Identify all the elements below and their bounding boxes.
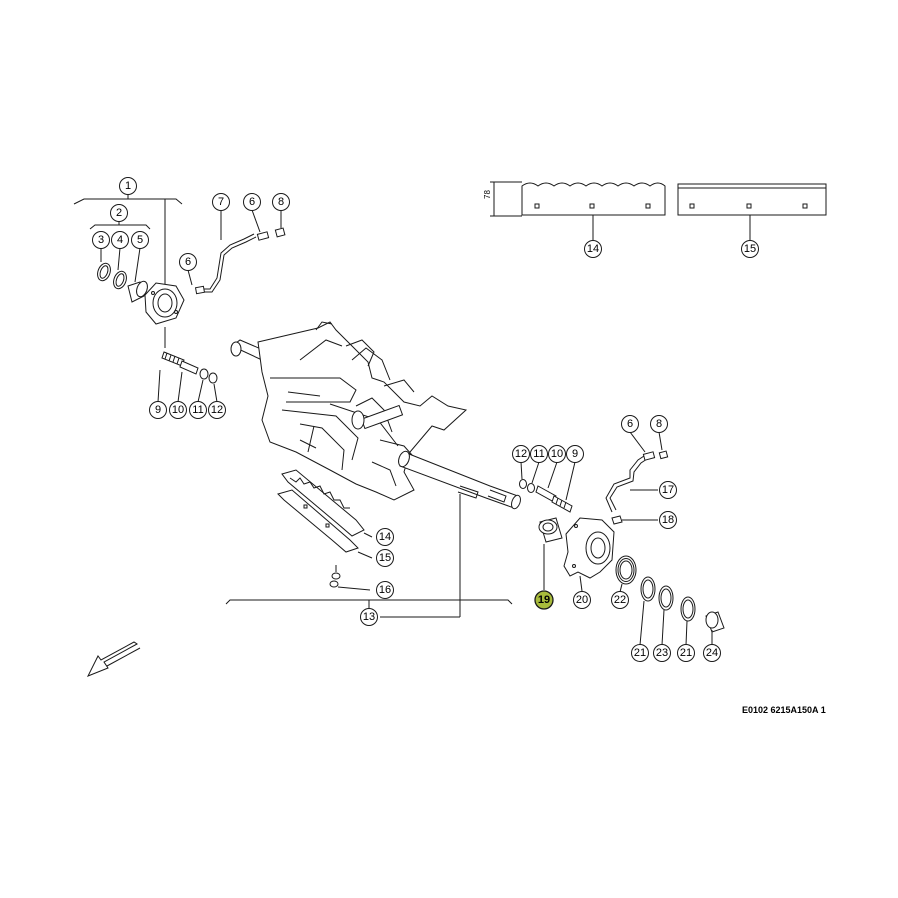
callout-14-installed[interactable]: 14: [376, 528, 394, 546]
svg-text:15: 15: [379, 552, 391, 564]
svg-text:14: 14: [587, 243, 599, 255]
callout-8-right[interactable]: 8: [650, 415, 668, 433]
callout-9-right[interactable]: 9: [566, 445, 584, 463]
svg-text:6: 6: [627, 418, 633, 430]
svg-text:16: 16: [379, 584, 391, 596]
callout-19[interactable]: 19: [534, 590, 554, 610]
callout-5[interactable]: 5: [131, 231, 149, 249]
svg-text:9: 9: [155, 404, 161, 416]
svg-text:17: 17: [662, 484, 674, 496]
svg-text:6: 6: [249, 196, 255, 208]
knife-bars-installed: [277, 469, 373, 591]
svg-text:14: 14: [379, 531, 391, 543]
svg-text:1: 1: [125, 180, 131, 192]
callout-12-right[interactable]: 12: [512, 445, 530, 463]
svg-text:21: 21: [634, 647, 646, 659]
svg-text:12: 12: [515, 448, 527, 460]
svg-text:19: 19: [538, 594, 550, 606]
svg-text:8: 8: [656, 418, 662, 430]
callout-10-left[interactable]: 10: [169, 401, 187, 419]
callout-14-top[interactable]: 14: [584, 240, 602, 258]
svg-text:21: 21: [680, 647, 692, 659]
group-bracket-2: [89, 222, 151, 283]
svg-text:7: 7: [218, 196, 224, 208]
left-bolt-set: [157, 351, 218, 403]
callout-15-top[interactable]: 15: [741, 240, 759, 258]
svg-text:9: 9: [572, 448, 578, 460]
svg-text:12: 12: [211, 404, 223, 416]
svg-text:11: 11: [533, 448, 544, 460]
svg-text:4: 4: [117, 234, 123, 246]
rotor-frame: [230, 321, 468, 501]
svg-text:8: 8: [278, 196, 284, 208]
callout-17[interactable]: 17: [659, 481, 677, 499]
callout-22[interactable]: 22: [611, 591, 629, 609]
callout-10-right[interactable]: 10: [548, 445, 566, 463]
svg-text:78: 78: [483, 190, 492, 199]
callout-23[interactable]: 23: [653, 644, 671, 662]
svg-text:10: 10: [172, 404, 184, 416]
callout-2[interactable]: 2: [110, 204, 128, 222]
svg-text:18: 18: [662, 514, 674, 526]
group-bracket-13: [225, 494, 513, 618]
rotor-shaft: [398, 450, 521, 510]
callout-21-b[interactable]: 21: [677, 644, 695, 662]
callout-20[interactable]: 20: [573, 591, 591, 609]
callout-24[interactable]: 24: [703, 644, 721, 662]
knife-bar-14-view: 78: [483, 181, 666, 241]
callout-3[interactable]: 3: [92, 231, 110, 249]
svg-text:11: 11: [192, 404, 203, 416]
direction-arrow-icon: [86, 641, 141, 677]
right-bolt-set: [519, 461, 576, 513]
callout-4[interactable]: 4: [111, 231, 129, 249]
callout-18[interactable]: 18: [659, 511, 677, 529]
knife-bar-15-view: [677, 183, 827, 241]
svg-text:13: 13: [363, 611, 375, 623]
callout-6-top[interactable]: 6: [243, 193, 261, 211]
left-grease-line: [187, 209, 286, 295]
svg-text:22: 22: [614, 594, 626, 606]
callout-7[interactable]: 7: [212, 193, 230, 211]
svg-text:24: 24: [706, 647, 718, 659]
callout-12-left[interactable]: 12: [208, 401, 226, 419]
svg-text:20: 20: [576, 594, 588, 606]
svg-text:5: 5: [137, 234, 143, 246]
callout-6-right[interactable]: 6: [621, 415, 639, 433]
callout-13[interactable]: 13: [360, 608, 378, 626]
svg-text:6: 6: [185, 256, 191, 268]
right-grease-line: [605, 431, 669, 525]
callout-9-left[interactable]: 9: [149, 401, 167, 419]
callout-15-installed[interactable]: 15: [376, 549, 394, 567]
callout-8-top[interactable]: 8: [272, 193, 290, 211]
drawing-reference-code: E0102 6215A150A 1: [742, 705, 826, 715]
left-bearing-assembly: [97, 262, 185, 348]
right-bearing-assembly: [538, 517, 725, 646]
callout-16[interactable]: 16: [376, 581, 394, 599]
svg-text:23: 23: [656, 647, 668, 659]
svg-text:2: 2: [116, 207, 122, 219]
svg-text:3: 3: [98, 234, 104, 246]
svg-text:10: 10: [551, 448, 563, 460]
callout-11-left[interactable]: 11: [189, 401, 207, 419]
callout-1[interactable]: 1: [119, 177, 137, 195]
callout-6-left[interactable]: 6: [179, 253, 197, 271]
callout-11-right[interactable]: 11: [530, 445, 548, 463]
svg-text:15: 15: [744, 243, 756, 255]
callout-21-a[interactable]: 21: [631, 644, 649, 662]
